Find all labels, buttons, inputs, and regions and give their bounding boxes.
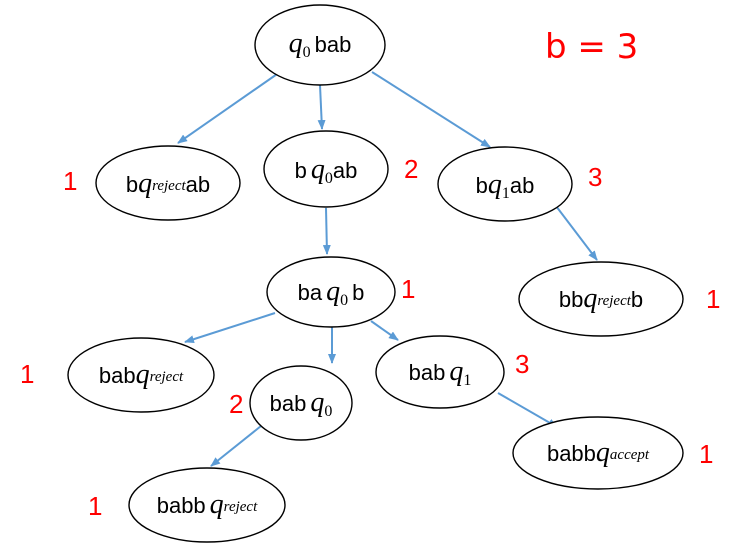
node-n9 — [512, 416, 684, 490]
node-n2 — [263, 130, 389, 208]
node-n3-number: 3 — [588, 162, 602, 192]
node-n8 — [375, 335, 505, 409]
node-n1-number: 1 — [63, 166, 77, 196]
node-n1-label: bqrejectab — [126, 168, 210, 199]
branch-numbers: 1 2 3 1 1 1 2 3 1 1 — [20, 154, 720, 521]
node-n5-label: bbqrejectb — [559, 283, 643, 314]
node-n6-label: babqreject — [99, 359, 184, 390]
nodes — [67, 4, 684, 543]
node-n6-number: 1 — [20, 359, 34, 389]
node-n10 — [128, 467, 286, 543]
node-n10-number: 1 — [88, 491, 102, 521]
node-n1 — [95, 145, 241, 221]
edge-root-n2 — [317, 84, 326, 130]
node-n7-number: 2 — [229, 389, 243, 419]
edge-n8-n9 — [497, 392, 558, 428]
node-n8-number: 3 — [515, 349, 529, 379]
edges — [177, 71, 598, 467]
node-n9-number: 1 — [699, 439, 713, 469]
node-n3 — [437, 146, 573, 222]
node-n9-label: babbqaccept — [547, 437, 650, 468]
node-n7 — [249, 365, 353, 441]
node-n4 — [266, 256, 396, 328]
node-n6 — [67, 337, 215, 413]
edge-n2-n4 — [322, 207, 331, 255]
node-n5 — [518, 261, 684, 337]
edge-root-n1 — [177, 71, 281, 144]
edge-n3-n5 — [555, 205, 598, 261]
node-n5-number: 1 — [706, 284, 720, 314]
node-n2-number: 2 — [404, 154, 418, 184]
edge-n4-n6 — [184, 312, 276, 344]
edge-n7-n10 — [210, 425, 262, 467]
node-n3-label: bq1ab — [476, 169, 535, 202]
node-root — [254, 4, 386, 86]
edge-root-n3 — [371, 71, 491, 148]
edge-n4-n8 — [370, 320, 399, 341]
node-n4-number: 1 — [401, 274, 415, 304]
b-equals-annotation: b = 3 — [545, 27, 638, 67]
